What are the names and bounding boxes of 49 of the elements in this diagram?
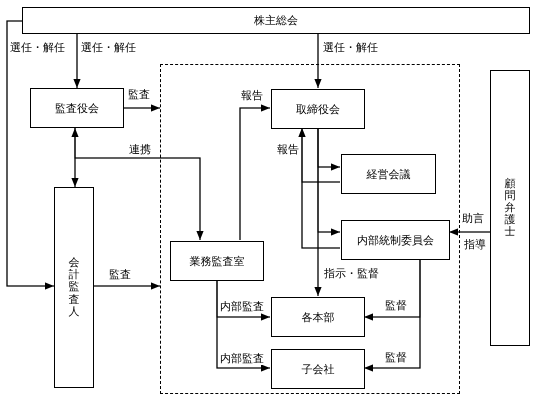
division-box	[271, 297, 365, 337]
edge-label: 指示・監督	[323, 267, 380, 280]
arrow	[298, 128, 340, 249]
arrow	[314, 34, 322, 88]
board-box	[30, 88, 124, 128]
edge-label: 選任・解任	[322, 41, 379, 54]
edge-label: 監査	[127, 88, 151, 102]
arrow	[314, 128, 322, 296]
meeting-box	[22, 7, 530, 34]
arrow	[449, 228, 490, 236]
edge-label: 監督	[384, 351, 408, 364]
edge-label: 選任・解任	[9, 41, 66, 54]
edge-label: 監査	[108, 268, 132, 282]
board-box	[271, 89, 365, 129]
text-label: 指導	[463, 238, 487, 252]
edge-label: 内部監査	[219, 300, 265, 314]
node-label: 各本部	[302, 310, 334, 324]
edge-label: 報告	[240, 89, 264, 102]
counsel-box	[490, 70, 530, 346]
edge-label: 助言	[461, 212, 485, 226]
arrow	[6, 20, 54, 290]
node-label: 子会社	[302, 362, 334, 376]
arrow	[124, 104, 160, 112]
node-label: 株主総会	[254, 13, 298, 28]
edge-label: 内部監査	[219, 352, 265, 366]
arrow	[74, 128, 204, 240]
arrow	[239, 104, 270, 240]
arrow	[73, 34, 81, 88]
committee-box	[341, 220, 450, 260]
arrow	[216, 280, 270, 372]
node-label: 顧問弁護士	[504, 178, 516, 238]
node-label: 取締役会	[296, 102, 340, 116]
edge-label: 報告	[276, 143, 300, 156]
arrow	[71, 128, 79, 187]
auditor-box	[54, 187, 94, 388]
edge-label: 選任・解任	[80, 41, 137, 54]
node-label: 経営会議	[366, 166, 410, 182]
node-label: 会計監査人	[68, 257, 80, 318]
edge-label: 監督	[384, 299, 408, 312]
node-label: 業務監査室	[190, 254, 244, 268]
edge-label: 連携	[128, 143, 152, 156]
dashed-group-frame	[160, 64, 460, 394]
council-box	[341, 154, 436, 194]
arrow	[94, 282, 160, 290]
arrow	[364, 259, 421, 372]
office-box	[170, 241, 264, 281]
node-label: 監査役会	[55, 100, 99, 116]
node-label: 内部統制委員会	[357, 232, 434, 248]
subsidiary-box	[271, 349, 365, 389]
